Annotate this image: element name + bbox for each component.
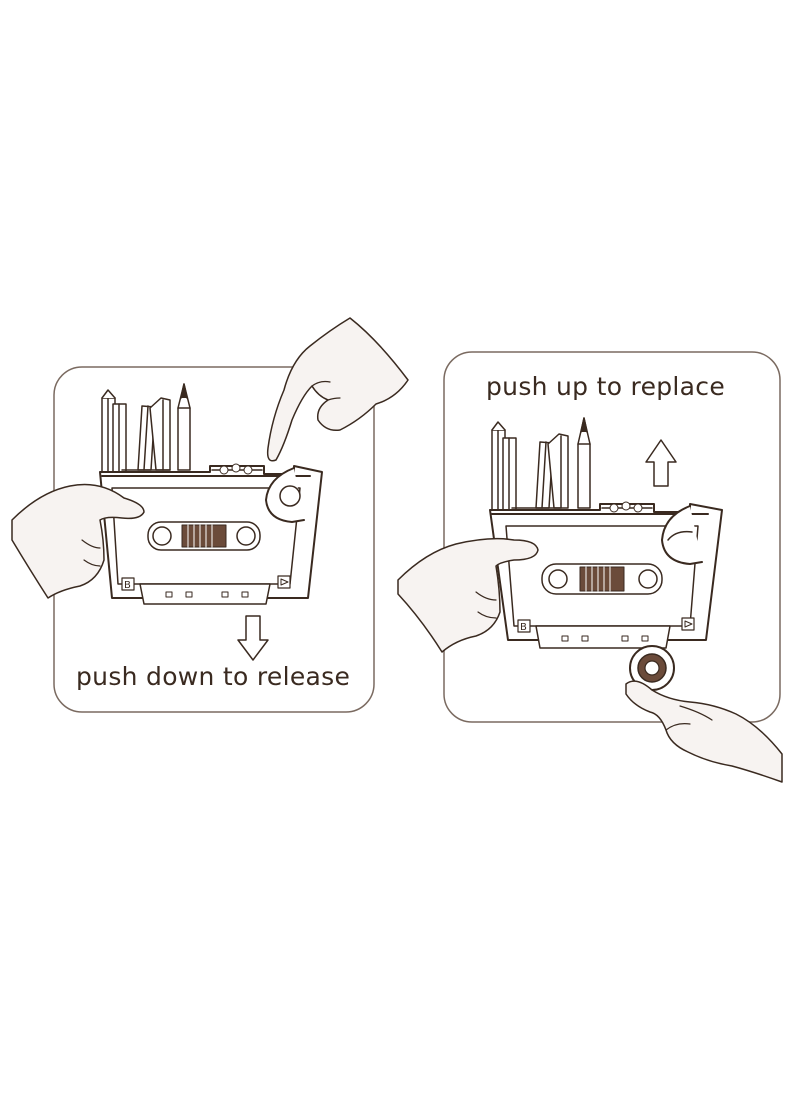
pencil-icon xyxy=(177,383,191,471)
down-arrow-icon xyxy=(237,615,269,661)
panel-release: B xyxy=(11,317,409,713)
tape-roll-icon xyxy=(629,645,675,691)
play-triangle-icon xyxy=(681,617,695,631)
pencil-icon xyxy=(577,417,591,509)
pencils xyxy=(491,417,591,515)
play-triangle-icon xyxy=(277,575,291,589)
cassette-organizer: B xyxy=(99,463,323,605)
side-label: B xyxy=(520,622,527,633)
hand-icon xyxy=(11,483,145,599)
hand-icon xyxy=(397,537,539,653)
pencil-icon xyxy=(502,437,517,515)
pencil-icon xyxy=(547,433,569,509)
side-label: B xyxy=(124,580,131,591)
replace-caption: push up to replace xyxy=(486,372,726,401)
pencils xyxy=(101,383,191,479)
pencil-icon xyxy=(149,397,171,471)
up-arrow-icon xyxy=(645,439,677,487)
hand-icon xyxy=(625,680,783,783)
pencil-icon xyxy=(112,403,127,479)
cassette-organizer: B xyxy=(489,501,723,649)
panel-replace: B xyxy=(397,351,783,783)
release-caption: push down to release xyxy=(76,662,351,691)
